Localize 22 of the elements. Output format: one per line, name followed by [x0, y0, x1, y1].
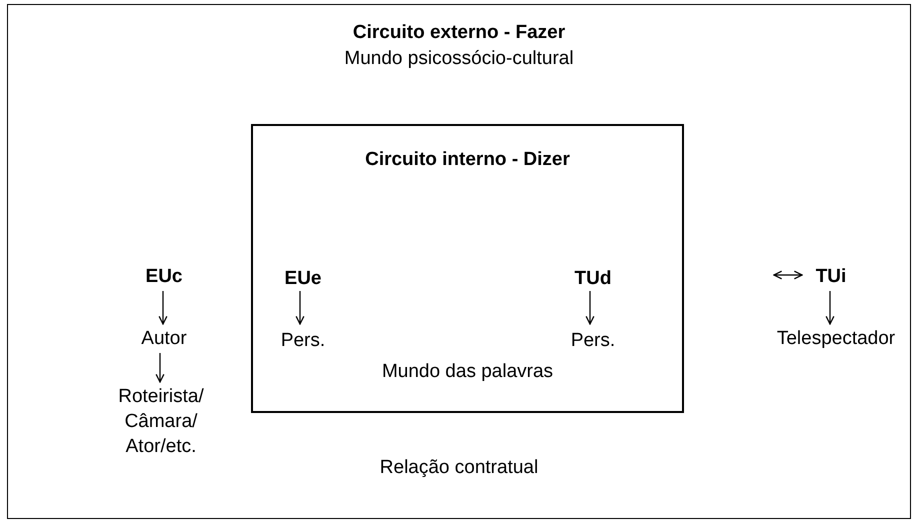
box-caption: Relação contratual — [380, 456, 538, 480]
node-label: Autor — [124, 326, 204, 350]
arrow — [586, 291, 594, 325]
frame-box — [251, 124, 684, 413]
box-caption: Mundo das palavras — [382, 360, 554, 384]
frame-box — [7, 4, 911, 519]
node-label: EUc — [124, 264, 204, 288]
node-label: Pers. — [563, 328, 623, 352]
arrow — [296, 291, 304, 325]
box-title: Circuito externo - Fazer — [352, 21, 566, 45]
box-caption: Mundo psicossócio-cultural — [344, 47, 574, 71]
node-label: Pers. — [273, 328, 333, 352]
node-label: TUd — [563, 266, 623, 290]
node-label: TUi — [801, 264, 861, 288]
node-label: Telespectador — [766, 326, 906, 350]
box-title: Circuito interno - Dizer — [365, 148, 570, 172]
arrow — [158, 291, 168, 325]
node-label: Roteirista/ Câmara/ Ator/etc. — [101, 384, 221, 462]
arrow — [826, 291, 834, 325]
node-label: EUe — [273, 266, 333, 290]
arrow — [156, 353, 164, 383]
arrow — [773, 270, 803, 280]
